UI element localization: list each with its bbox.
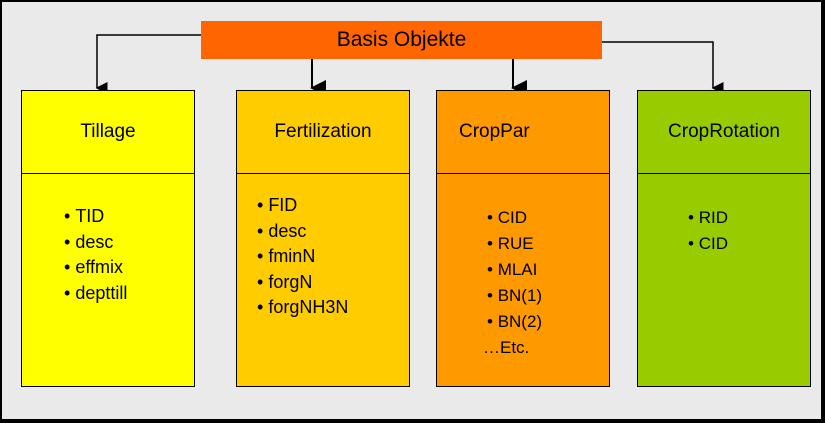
list-item: depttill [64,281,194,307]
list-item: forgN [257,270,409,296]
list-item: CID [487,205,609,231]
croprotation-box: CropRotation RID CID [637,90,811,387]
list-item: RUE [487,231,609,257]
box-title: CropRotation [638,91,810,174]
box-title: Tillage [22,91,194,174]
list-item: CID [688,231,810,257]
list-item: fminN [257,244,409,270]
list-item: BN(1) [487,283,609,309]
list-item: RID [688,205,810,231]
list-item: TID [64,204,194,230]
list-item: desc [257,219,409,245]
etc-label: …Etc. [483,338,530,357]
list-item: MLAI [487,257,609,283]
arrow-to-croprotation [602,41,724,94]
list-item: forgNH3N [257,295,409,321]
arrow-to-tillage [95,34,201,94]
box-title: Fertilization [237,91,409,174]
list-item: effmix [64,255,194,281]
tillage-box: Tillage TID desc effmix depttill [21,90,195,387]
list-item: BN(2) [487,309,609,335]
box-title: CropPar [437,91,609,174]
croppar-box: CropPar CID RUE MLAI BN(1) BN(2) …Etc. [436,90,610,387]
basis-objekte-header: Basis Objekte [201,21,602,59]
header-label: Basis Objekte [336,28,467,51]
list-item: FID [257,193,409,219]
fertilization-box: Fertilization FID desc fminN forgN forgN… [236,90,410,387]
list-item: desc [64,230,194,256]
